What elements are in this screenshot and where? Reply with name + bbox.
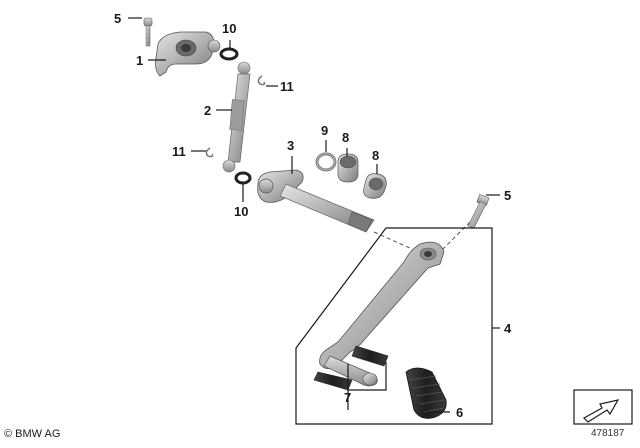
copyright-text: © BMW AG [4,428,61,440]
callout-10-top: 10 [222,21,236,36]
callout-8-lower: 8 [372,148,379,163]
callout-1: 1 [136,53,143,68]
pad-part-7-upper [351,345,389,367]
bolt-part-5-side [467,194,490,229]
callout-6: 6 [456,405,463,420]
callout-11-bottom: 11 [172,144,186,159]
navigation-button[interactable] [572,388,632,426]
callout-8-upper: 8 [342,130,349,145]
bracket-part-1 [155,31,221,77]
callout-9: 9 [321,123,328,138]
o-ring-part-9 [315,152,337,172]
arrow-icon [583,399,620,423]
bushing-part-8-upper [337,153,359,183]
footpeg-rubber-part-6 [405,367,447,419]
clip-part-11-top [257,75,266,86]
callout-5-side: 5 [504,188,511,203]
leader-lines [128,17,500,413]
document-number: 478187 [591,428,625,439]
callout-10-bottom: 10 [234,204,248,219]
callout-3: 3 [287,138,294,153]
washer-part-10-bottom [234,171,252,185]
bushing-part-8-lower [363,173,387,199]
screw-part-5-top [143,17,153,47]
callout-7: 7 [344,390,351,405]
callout-4: 4 [504,321,512,336]
shift-rod-part-2 [222,61,251,173]
callout-11-top: 11 [280,79,294,94]
clip-part-11-bottom [205,147,214,158]
navigation-arrow-box [573,389,633,425]
callout-5-top: 5 [114,11,121,26]
washer-part-10-top [219,47,239,61]
foot-lever-part-4 [319,241,445,387]
callout-2: 2 [204,103,211,118]
shaft-lever-part-3 [257,169,375,233]
group-frame-part-4 [295,227,493,425]
